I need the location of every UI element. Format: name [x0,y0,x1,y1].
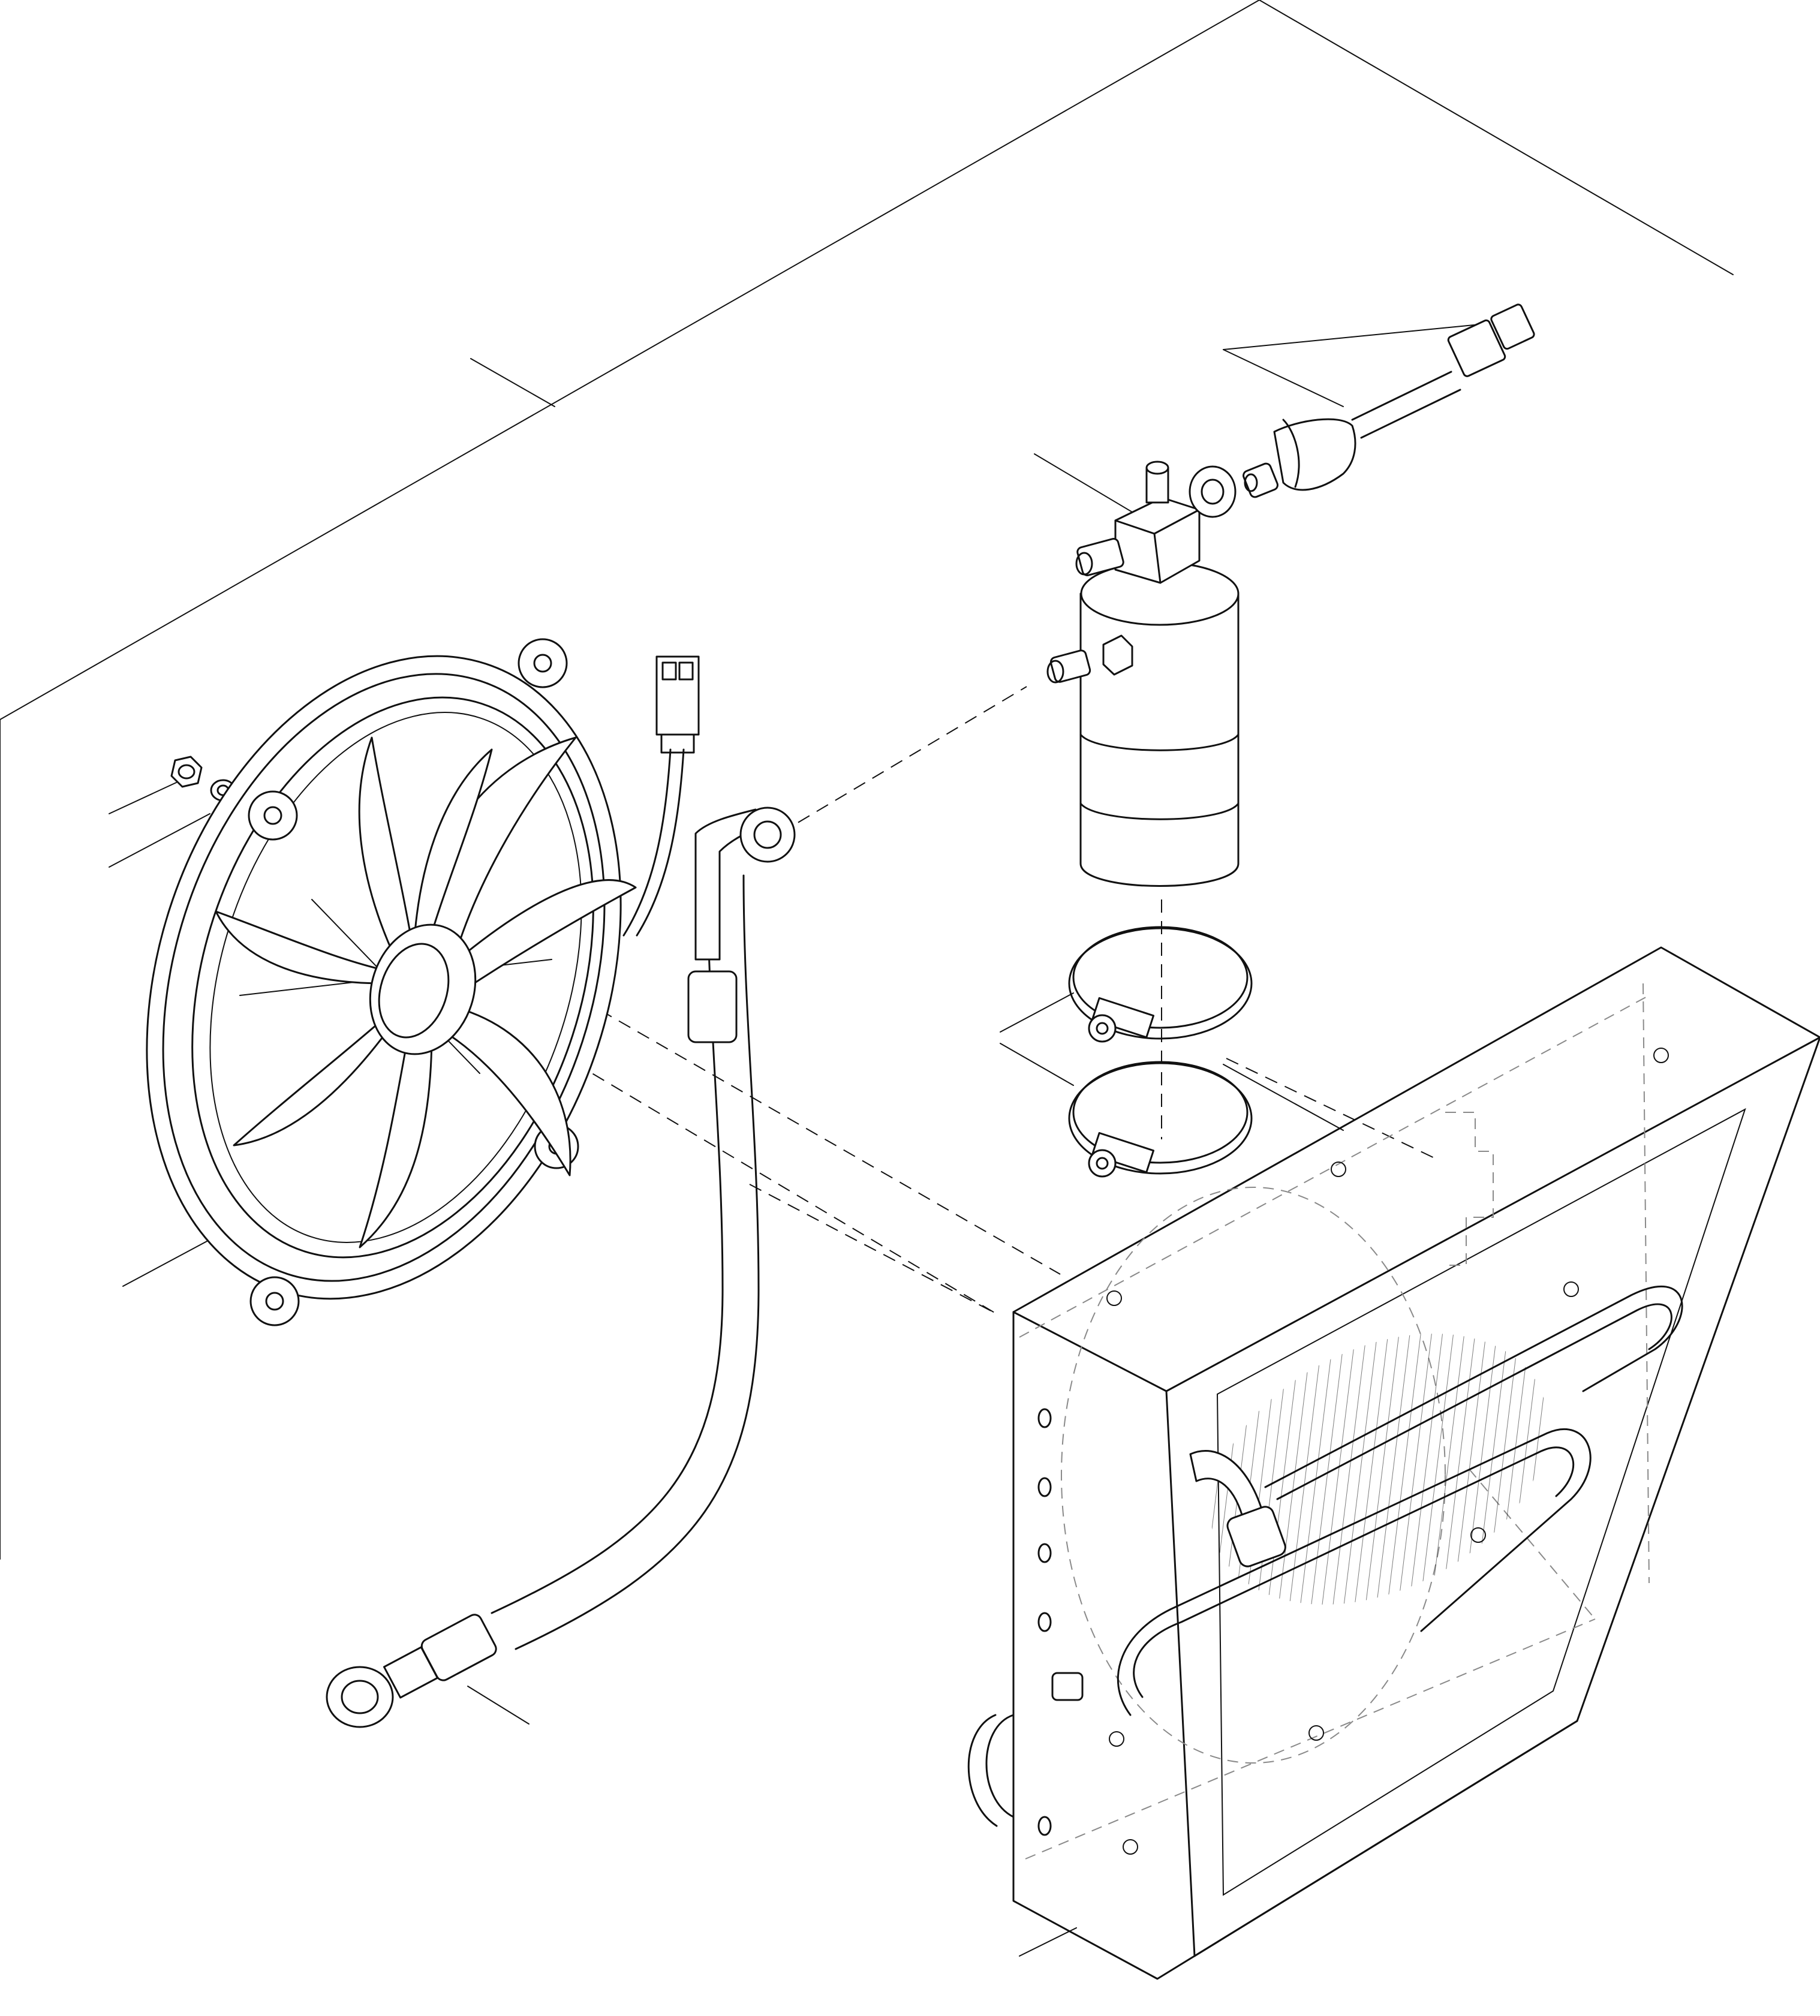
fan-assembly [146,638,637,1326]
leader-bracket [1223,1064,1344,1131]
drier-side-nut [1102,634,1133,676]
switch-fitting-icon [1243,462,1278,498]
leader-nut [109,782,177,814]
leader-washer [109,813,210,868]
hose-fitting-top-icon [739,807,796,863]
hose-crimp-top [687,970,738,1043]
leader-clamp-upper [1000,992,1074,1033]
condenser-outlet-fitting-icon [1051,1672,1084,1701]
harness-connector-icon [1447,319,1506,377]
mount-ear-top [518,638,568,688]
drier-outlet-nut [1189,465,1237,518]
mount-ear-bottom [249,1276,300,1326]
refrigerant-hose [326,807,796,1728]
nut-icon [170,756,203,788]
fan-wire [622,655,700,937]
leader-connector [1223,323,1487,350]
pressure-switch [1243,303,1535,498]
condenser-housing [967,946,1820,1980]
hose-clamp-upper [1068,926,1253,1043]
fan-blades [215,736,637,1248]
receiver-drier [1046,461,1240,887]
leader-hose-end [467,1686,530,1725]
hose-fitting-bottom-icon [326,1666,394,1728]
stud [1653,1048,1669,1063]
switch-body [1273,418,1356,491]
condenser-inlet-fitting-icon [1226,1506,1286,1567]
fan-ring [191,696,594,1259]
hose-clamp-lower [1068,1061,1253,1178]
fan-connector-icon [655,655,700,736]
leader-valve-block [1034,453,1149,522]
leader-fan [122,1241,207,1287]
frame-lines [0,0,1734,1560]
leader-lines [109,323,1487,1957]
side-hole [1037,1408,1052,1428]
drier-inlet-fitting-icon [1076,538,1124,576]
drier-side-fitting-icon [1049,649,1091,683]
leader-clamp-lower [1000,1043,1074,1086]
mount-ear-left [248,790,298,841]
leader-condenser [1019,1927,1077,1957]
leader-top-frame [470,358,555,407]
